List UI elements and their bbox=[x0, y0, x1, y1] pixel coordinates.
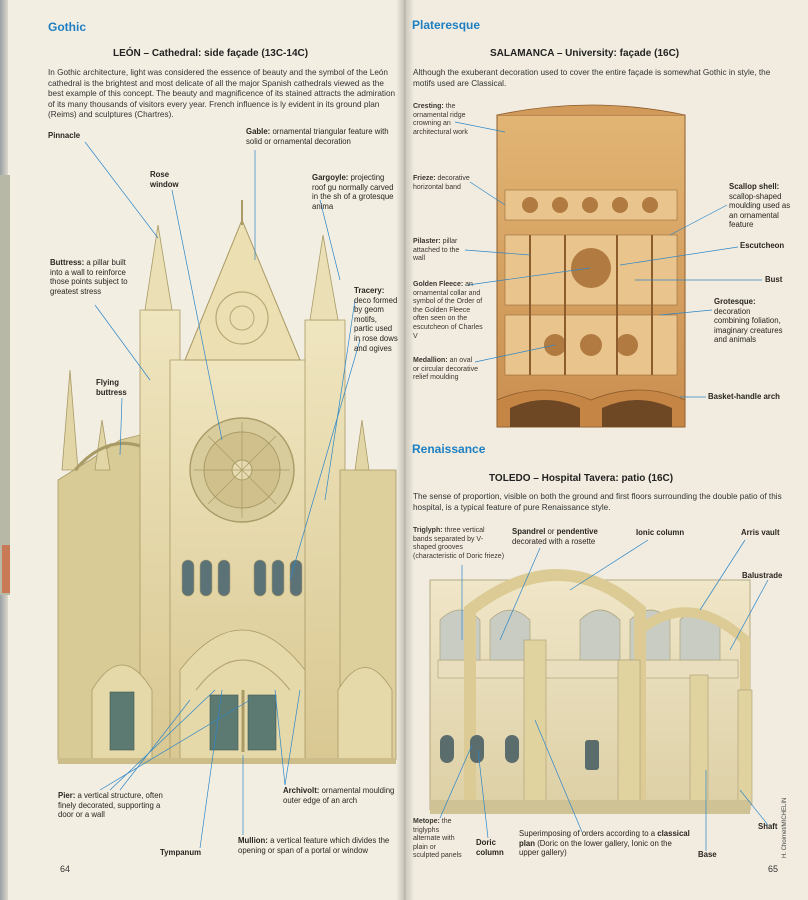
label-ionic-column: Ionic column bbox=[636, 528, 685, 537]
label-scallop-shell: Scallop shell: scallop-shaped moulding u… bbox=[729, 182, 791, 230]
section-title-plateresque: Plateresque bbox=[412, 18, 481, 32]
label-archivolt: Archivolt: ornamental moulding outer edg… bbox=[283, 786, 395, 805]
label-spandrel: Spandrel or pendentive decorated with a … bbox=[512, 527, 598, 546]
edge-strip bbox=[0, 175, 10, 595]
leon-leader-lines bbox=[84, 141, 361, 849]
label-triglyph: Triglyph: three vertical bands separated… bbox=[413, 527, 505, 560]
label-shaft: Shaft bbox=[758, 822, 778, 831]
section-title-renaissance: Renaissance bbox=[412, 442, 486, 456]
intro-leon: In Gothic architecture, light was consid… bbox=[48, 68, 396, 119]
section-title-gothic: Gothic bbox=[48, 20, 86, 34]
label-bust: Bust bbox=[765, 275, 783, 284]
edge-strip-accent bbox=[2, 545, 10, 593]
label-flying-buttress: Flying buttress bbox=[96, 378, 127, 397]
heading-salamanca: SALAMANCA – University: façade (16C) bbox=[490, 48, 680, 59]
label-base: Base bbox=[698, 850, 717, 859]
label-doric-column: Doric column bbox=[476, 838, 504, 857]
label-arris-vault: Arris vault bbox=[741, 528, 780, 537]
book-gutter bbox=[396, 0, 414, 900]
intro-toledo: The sense of proportion, visible on both… bbox=[413, 492, 782, 512]
label-superimposing: Superimposing of orders according to a c… bbox=[519, 829, 690, 858]
label-balustrade: Balustrade bbox=[742, 571, 783, 580]
label-metope: Metope: the triglyphs alternate with pla… bbox=[413, 818, 462, 860]
page-number-left: 64 bbox=[60, 864, 71, 874]
label-cresting: Cresting: the ornamental ridge crowning … bbox=[413, 103, 468, 136]
label-golden-fleece: Golden Fleece: an ornamental collar and … bbox=[413, 281, 483, 340]
label-basket-arch: Basket-handle arch bbox=[708, 392, 780, 401]
leon-cathedral-illustration bbox=[57, 200, 397, 764]
page-number-right: 65 bbox=[768, 864, 779, 874]
intro-salamanca: Although the exuberant decoration used t… bbox=[413, 68, 771, 88]
illustration-credit: H. Choimet/MICHELIN bbox=[782, 797, 788, 858]
label-pier: Pier: a vertical structure, often finely… bbox=[58, 791, 163, 820]
label-pilaster: Pilaster: pillar attached to the wall bbox=[413, 238, 460, 263]
label-medallion: Medallion: an oval or circular decorativ… bbox=[413, 357, 478, 382]
label-gargoyle: Gargoyle: projecting roof gu normally ca… bbox=[312, 173, 394, 211]
label-tympanum: Tympanum bbox=[160, 848, 202, 857]
label-tracery: Tracery: deco formed by geom motifs, par… bbox=[354, 286, 398, 353]
salamanca-facade-illustration bbox=[496, 104, 686, 428]
label-buttress: Buttress: a pillar built into a wall to … bbox=[50, 258, 128, 296]
label-frieze: Frieze: decorative horizontal band bbox=[413, 175, 470, 191]
heading-leon: LEÓN – Cathedral: side façade (13C-14C) bbox=[113, 48, 309, 59]
label-escutcheon: Escutcheon bbox=[740, 241, 785, 250]
label-gable: Gable: ornamental triangular feature wit… bbox=[246, 127, 389, 146]
salamanca-leader-lines bbox=[454, 121, 762, 398]
toledo-leader-lines bbox=[439, 539, 769, 851]
heading-toledo: TOLEDO – Hospital Tavera: patio (16C) bbox=[489, 473, 674, 484]
toledo-patio-illustration bbox=[429, 569, 753, 814]
label-pinnacle: Pinnacle bbox=[48, 131, 81, 140]
label-rose-window: Rose window bbox=[150, 170, 179, 189]
label-grotesque: Grotesque: decoration combining foliatio… bbox=[714, 297, 783, 345]
label-mullion: Mullion: a vertical feature which divide… bbox=[238, 836, 390, 855]
